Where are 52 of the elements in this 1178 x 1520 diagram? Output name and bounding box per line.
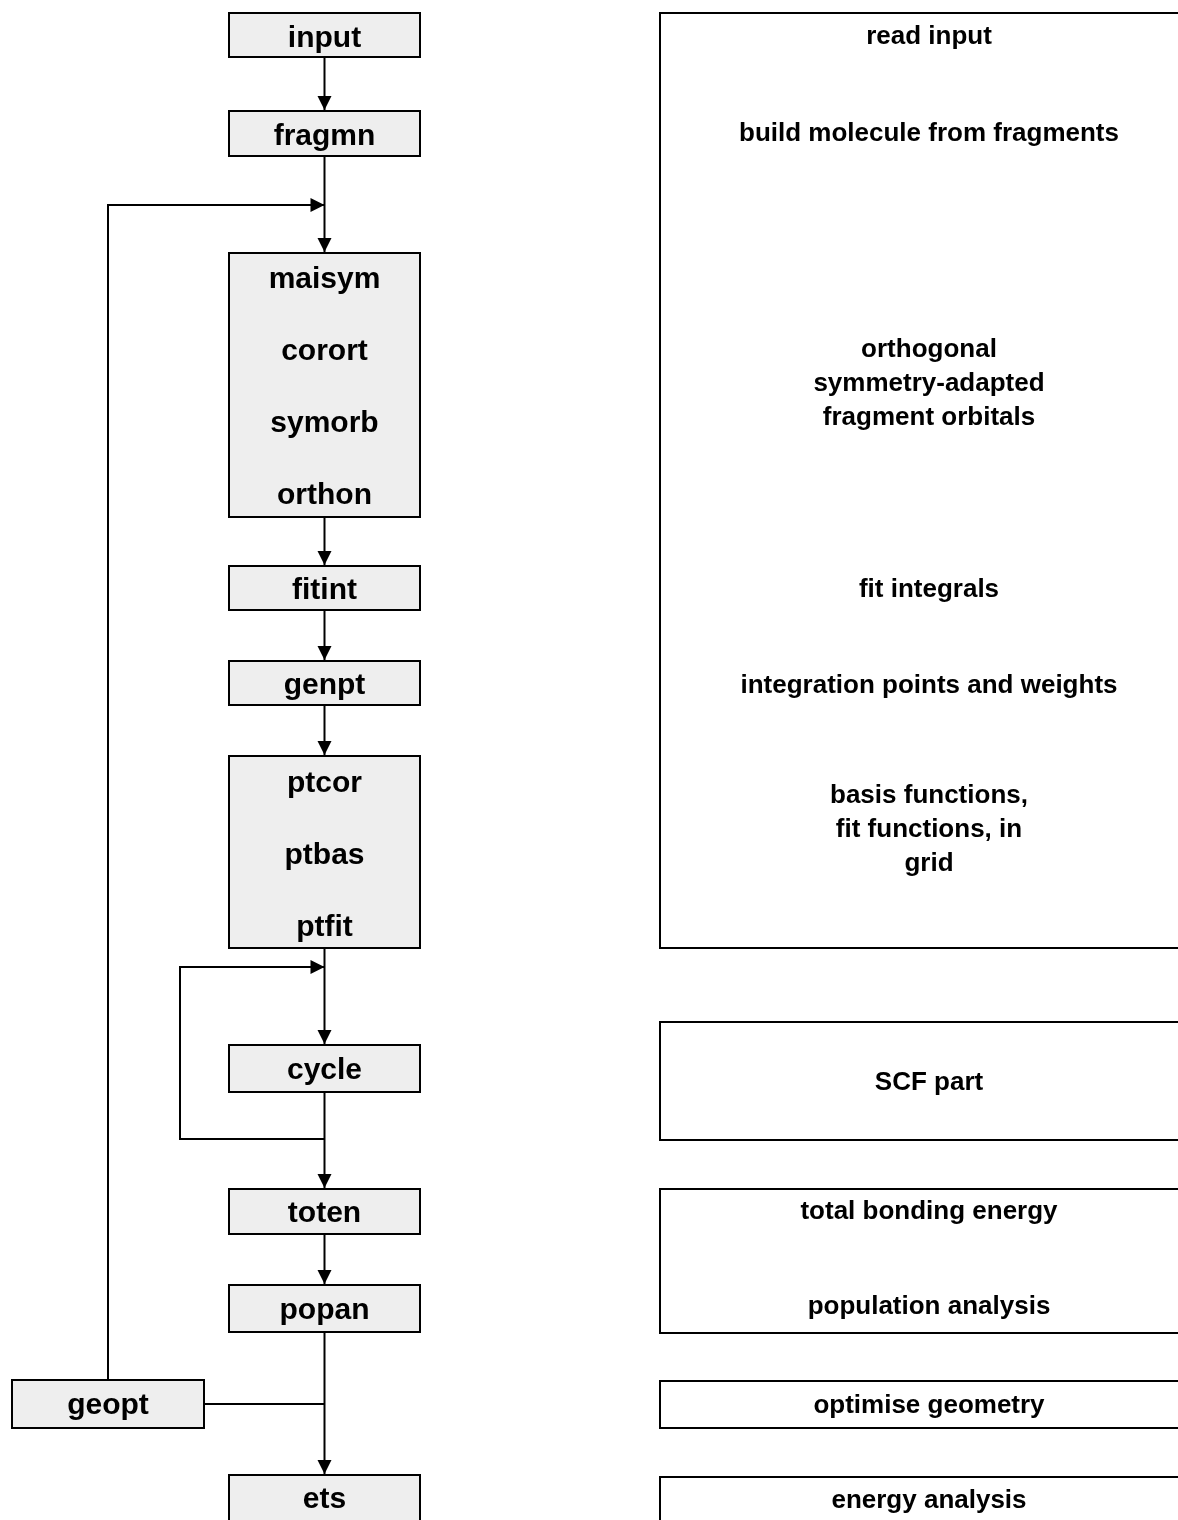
module-box — [228, 1284, 421, 1333]
description-box — [659, 1380, 1178, 1429]
module-box — [228, 755, 421, 949]
description-box — [659, 1188, 1178, 1334]
module-name: toten — [287, 1194, 362, 1230]
connector-arrow — [317, 204, 332, 253]
module-box — [228, 660, 421, 706]
description-text: optimise geometry — [813, 1388, 1045, 1421]
description-text: SCF part — [874, 1065, 984, 1098]
description-text: fit integrals — [858, 572, 1000, 605]
module-name: popan — [279, 1291, 370, 1327]
module-box — [228, 12, 421, 58]
module-name: maisym — [268, 260, 381, 296]
connector-arrow — [317, 610, 332, 661]
module-name: input — [287, 19, 362, 55]
connector-arrow — [317, 966, 332, 1045]
module-name: fitint — [292, 571, 357, 607]
module-box — [228, 252, 421, 518]
description-text: build molecule from fragments — [739, 116, 1119, 149]
module-name: symorb — [270, 404, 379, 440]
module-box — [228, 110, 421, 157]
module-name: cycle — [286, 1051, 363, 1087]
connector-arrow — [317, 1403, 332, 1475]
description-text: energy analysis — [831, 1483, 1027, 1516]
connector-arrow — [317, 705, 332, 756]
description-text: read input — [866, 19, 992, 52]
description-text: integration points and weights — [740, 668, 1118, 701]
module-name: ptbas — [284, 836, 365, 872]
connector-arrow — [317, 517, 332, 566]
module-name: geopt — [67, 1386, 149, 1422]
module-name: ptfit — [296, 908, 353, 944]
module-name: genpt — [283, 666, 366, 702]
connector-arrow — [107, 198, 326, 1380]
module-name: corort — [281, 332, 368, 368]
module-box — [228, 1188, 421, 1235]
connector-arrow — [317, 1234, 332, 1285]
module-box — [228, 565, 421, 611]
description-text: basis functions, fit functions, in grid — [829, 778, 1029, 879]
description-text: total bonding energy — [800, 1194, 1058, 1227]
description-text: population analysis — [807, 1289, 1051, 1322]
module-box — [11, 1379, 205, 1429]
description-box — [659, 12, 1178, 949]
connector-arrow — [317, 57, 332, 111]
module-name: fragmn — [273, 117, 376, 153]
module-name: ptcor — [287, 764, 362, 800]
module-name: ets — [302, 1480, 347, 1516]
connector-arrow — [179, 960, 326, 1140]
module-box — [228, 1044, 421, 1093]
module-name: orthon — [277, 476, 372, 512]
connector-arrow — [317, 1138, 332, 1189]
description-text: orthogonal symmetry-adapted fragment orbitals — [812, 332, 1046, 433]
description-box — [659, 1021, 1178, 1141]
